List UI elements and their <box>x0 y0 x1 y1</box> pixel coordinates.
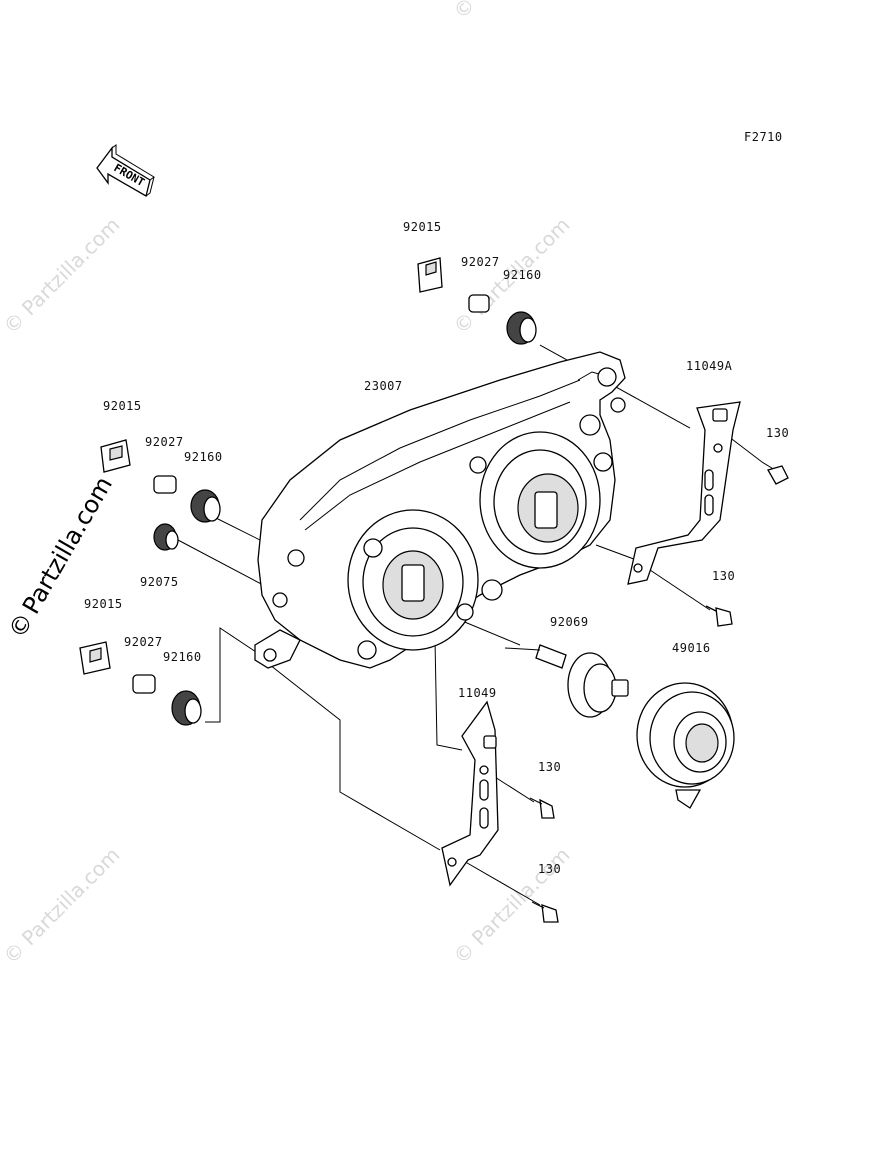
figure-code: F2710 <box>744 130 783 144</box>
svg-text:Partzilla.com: Partzilla.com <box>17 843 124 950</box>
bulb-92069 <box>504 644 629 718</box>
svg-text:Partzilla.com: Partzilla.com <box>467 843 574 950</box>
watermark-main: © Partzilla.com <box>3 472 118 643</box>
bolt-130-d <box>531 901 559 923</box>
part-label: 130 <box>538 760 561 774</box>
part-label: 130 <box>538 862 561 876</box>
watermark-5: © <box>449 0 480 24</box>
svg-text:Partzilla.com: Partzilla.com <box>17 213 124 320</box>
part-label: 49016 <box>672 641 711 655</box>
bolt-130-a <box>761 461 789 485</box>
part-92027-lower <box>132 674 156 694</box>
part-label: 92160 <box>184 450 223 464</box>
part-label: 92015 <box>84 597 123 611</box>
part-92160-top <box>506 311 537 345</box>
part-92027-left <box>153 475 177 494</box>
part-label: 11049A <box>686 359 733 373</box>
part-92160-lower <box>171 690 202 726</box>
part-label: 130 <box>766 426 789 440</box>
dust-cap-49016 <box>636 682 735 809</box>
bolt-130-c <box>529 797 555 819</box>
part-92075 <box>153 523 179 551</box>
bracket-11049 <box>441 700 499 887</box>
part-label: 92027 <box>461 255 500 269</box>
part-label: 23007 <box>364 379 403 393</box>
part-labels: 92015 92027 92160 11049A 130 23007 92015… <box>84 220 789 876</box>
front-arrow-icon: FRONT <box>96 144 155 197</box>
part-92160-left <box>190 489 221 523</box>
part-label: 92160 <box>503 268 542 282</box>
svg-text:©: © <box>449 0 480 24</box>
bolt-130-b <box>705 605 733 627</box>
part-92015-lower <box>79 641 111 675</box>
part-label: 92160 <box>163 650 202 664</box>
bracket-11049A <box>627 401 741 585</box>
watermark-3: © Partzilla.com <box>0 843 124 969</box>
part-label: 11049 <box>458 686 497 700</box>
part-label: 130 <box>712 569 735 583</box>
part-label: 92027 <box>145 435 184 449</box>
part-label: 92015 <box>103 399 142 413</box>
part-92027-top <box>468 294 490 313</box>
part-92015-top <box>417 257 443 293</box>
part-92015-left <box>100 439 131 473</box>
part-label: 92027 <box>124 635 163 649</box>
part-label: 92015 <box>403 220 442 234</box>
part-label: 92069 <box>550 615 589 629</box>
headlight-assembly <box>254 351 626 669</box>
watermark-1: © Partzilla.com <box>0 213 124 339</box>
part-label: 92075 <box>140 575 179 589</box>
